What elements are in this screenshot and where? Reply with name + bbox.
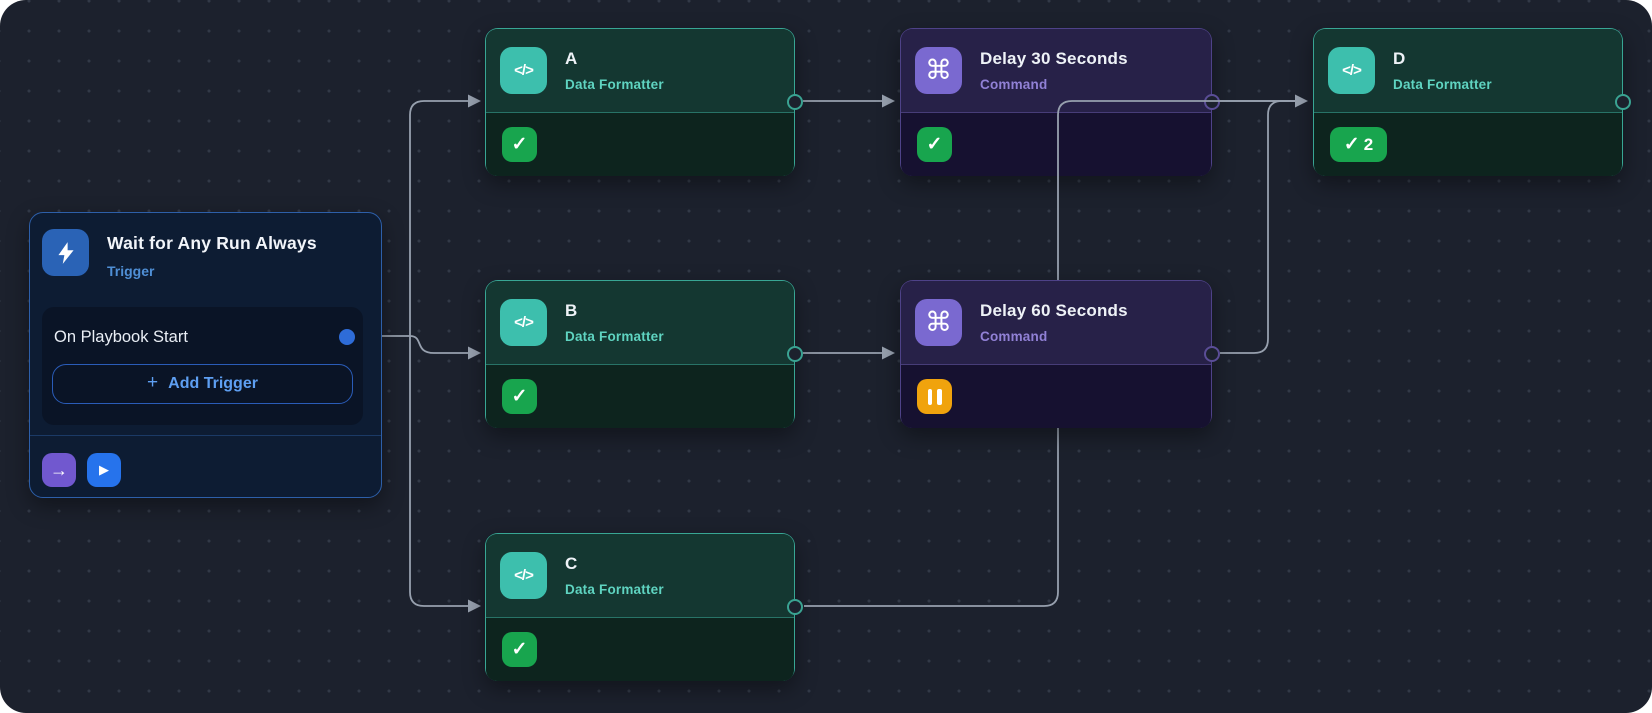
edge-trigger-b	[409, 335, 468, 354]
node-d[interactable]: </> D Data Formatter ✓ 2	[1313, 28, 1631, 176]
trigger-title: Wait for Any Run Always	[107, 233, 317, 253]
trigger-type-label: Trigger	[107, 263, 155, 279]
arrowhead-into-delay30	[882, 94, 895, 108]
node-subtitle: Command	[980, 77, 1048, 92]
output-port[interactable]	[787, 346, 803, 362]
node-a-header: </> A Data Formatter	[486, 29, 794, 113]
output-port[interactable]	[1204, 94, 1220, 110]
code-icon: </>	[500, 47, 547, 94]
check-icon: ✓	[1343, 134, 1360, 155]
output-port[interactable]	[1615, 94, 1631, 110]
node-title: Delay 60 Seconds	[980, 301, 1128, 320]
arrowhead-into-delay60	[882, 346, 895, 360]
success-badge[interactable]: ✓	[502, 632, 537, 667]
arrowhead-into-a	[468, 94, 481, 108]
code-glyph: </>	[514, 567, 534, 584]
node-a[interactable]: </> A Data Formatter ✓	[485, 28, 803, 176]
run-button[interactable]: ▶	[87, 453, 121, 487]
node-title: A	[565, 49, 578, 68]
code-icon: </>	[500, 299, 547, 346]
code-icon: </>	[500, 552, 547, 599]
check-icon: ✓	[511, 386, 528, 407]
success-count: 2	[1363, 134, 1374, 154]
trigger-event-panel[interactable]: On Playbook Start + Add Trigger	[42, 307, 363, 425]
output-port[interactable]	[1204, 346, 1220, 362]
command-icon: ⌘	[915, 299, 962, 346]
add-trigger-button[interactable]: + Add Trigger	[52, 364, 353, 404]
edge-trigger-c	[409, 336, 468, 607]
trigger-node[interactable]: Wait for Any Run Always Trigger On Playb…	[29, 212, 382, 498]
node-b-body: ✓	[486, 365, 794, 428]
code-glyph: </>	[514, 62, 534, 79]
edge-trigger-a	[409, 100, 468, 336]
output-port[interactable]	[787, 94, 803, 110]
node-title: C	[565, 554, 578, 573]
code-icon: </>	[1328, 47, 1375, 94]
node-subtitle: Data Formatter	[565, 77, 664, 92]
pause-icon	[927, 388, 932, 405]
trigger-event-label: On Playbook Start	[54, 328, 188, 346]
delay30-body: ✓	[901, 113, 1211, 176]
code-glyph: </>	[1342, 62, 1362, 79]
node-delay-60-seconds[interactable]: ⌘ Delay 60 Seconds Command	[900, 280, 1220, 428]
node-subtitle: Data Formatter	[565, 582, 664, 597]
play-icon: ▶	[99, 462, 109, 477]
output-port[interactable]	[787, 599, 803, 615]
transfer-button[interactable]: →	[42, 453, 76, 487]
node-c[interactable]: </> C Data Formatter ✓	[485, 533, 803, 681]
delay30-header: ⌘ Delay 30 Seconds Command	[901, 29, 1211, 113]
node-d-header: </> D Data Formatter	[1314, 29, 1622, 113]
trigger-divider	[30, 435, 381, 436]
node-title: B	[565, 301, 578, 320]
arrowhead-into-d	[1295, 94, 1308, 108]
delay60-header: ⌘ Delay 60 Seconds Command	[901, 281, 1211, 365]
plus-icon: +	[147, 372, 159, 393]
success-badge[interactable]: ✓	[502, 127, 537, 162]
code-glyph: </>	[514, 314, 534, 331]
node-b[interactable]: </> B Data Formatter ✓	[485, 280, 803, 428]
node-title: Delay 30 Seconds	[980, 49, 1128, 68]
success-badge[interactable]: ✓	[502, 379, 537, 414]
arrow-right-icon: →	[50, 459, 68, 480]
trigger-header: Wait for Any Run Always Trigger	[30, 213, 381, 279]
edge-delay60-d	[1220, 100, 1295, 354]
check-icon: ✓	[511, 639, 528, 660]
node-c-header: </> C Data Formatter	[486, 534, 794, 618]
node-subtitle: Command	[980, 329, 1048, 344]
success-badge[interactable]: ✓	[917, 127, 952, 162]
command-glyph: ⌘	[925, 55, 952, 85]
command-glyph: ⌘	[925, 307, 952, 337]
node-subtitle: Data Formatter	[1393, 77, 1492, 92]
node-d-body: ✓ 2	[1314, 113, 1622, 176]
arrowhead-into-b	[468, 346, 481, 360]
trigger-output-port[interactable]	[339, 329, 355, 345]
node-title: D	[1393, 49, 1406, 68]
paused-badge[interactable]	[917, 379, 952, 414]
delay60-body	[901, 365, 1211, 428]
node-c-body: ✓	[486, 618, 794, 681]
pause-icon	[937, 388, 942, 405]
lightning-icon	[42, 229, 89, 276]
check-icon: ✓	[511, 134, 528, 155]
arrowhead-into-c	[468, 599, 481, 613]
command-icon: ⌘	[915, 47, 962, 94]
success-count-badge[interactable]: ✓ 2	[1330, 127, 1387, 162]
node-delay-30-seconds[interactable]: ⌘ Delay 30 Seconds Command ✓	[900, 28, 1220, 176]
node-a-body: ✓	[486, 113, 794, 176]
add-trigger-label: Add Trigger	[168, 375, 258, 392]
node-b-header: </> B Data Formatter	[486, 281, 794, 365]
node-subtitle: Data Formatter	[565, 329, 664, 344]
check-icon: ✓	[926, 134, 943, 155]
